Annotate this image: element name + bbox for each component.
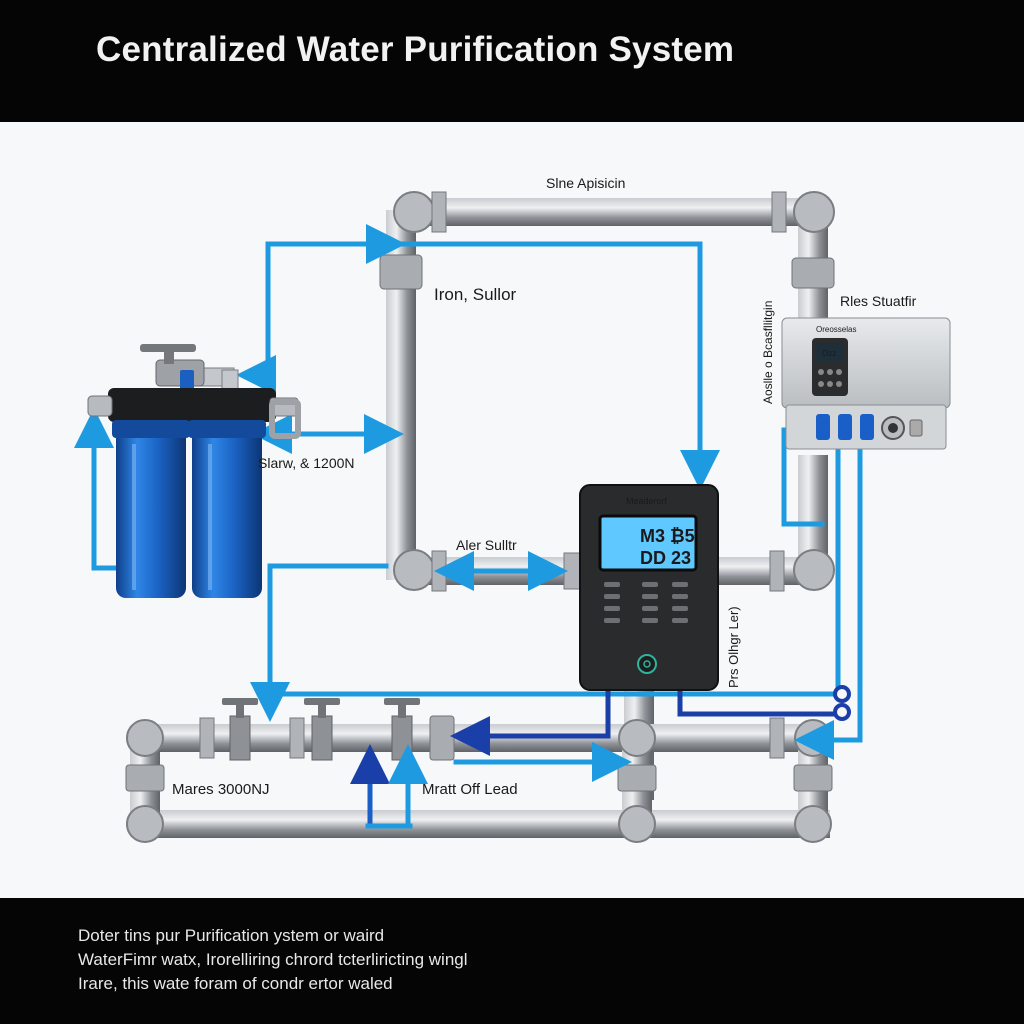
valve-icon[interactable]	[222, 698, 258, 761]
label-iron-sulfur: Iron, Sullor	[434, 285, 517, 304]
page-title: Centralized Water Purification System	[96, 30, 735, 69]
filter-housing-right	[192, 420, 262, 598]
filter-housing-left	[116, 420, 186, 598]
box-label: Oreosselas	[816, 325, 856, 334]
footer-line-1: Doter tins pur Purification ystem or wai…	[78, 926, 385, 945]
label-bottom-left: Mares 3000NJ	[172, 781, 270, 798]
label-right-box: Rles Stuatfir	[840, 293, 917, 309]
controller-screen	[598, 514, 698, 572]
water-filter-unit[interactable]	[87, 344, 301, 598]
header-bar: Centralized Water Purification System	[0, 0, 1024, 122]
box-display-text: Ozz	[822, 349, 836, 358]
plumbing-diagram: Ozz Oreosselas Meaderorf M3 ₿5 DD 23 Sl	[74, 175, 951, 843]
footer-line-3: Irare, this wate foram of condr ertor wa…	[78, 974, 393, 993]
controller-display-line1: M3 ₿5	[640, 526, 695, 546]
gauge-icon	[881, 416, 905, 440]
main-controller[interactable]: Meaderorf M3 ₿5 DD 23	[579, 484, 719, 691]
controller-brand: Meaderorf	[626, 496, 668, 506]
label-middle-pipe: Aler Sulltr	[456, 537, 517, 553]
pipe-top	[400, 198, 820, 226]
label-filter-side: Slarw, & 1200N	[258, 455, 355, 471]
power-button-icon[interactable]	[637, 654, 657, 674]
footer-description: Doter tins pur Purification ystem or wai…	[0, 898, 1024, 1024]
label-vertical-box: Aoslle o Bcasfllitgin	[761, 301, 775, 404]
control-box[interactable]: Ozz Oreosselas	[781, 317, 951, 450]
label-bottom-mid: Mratt Off Lead	[422, 781, 518, 798]
controller-display-line2: DD 23	[640, 548, 691, 568]
flow-lines	[74, 224, 863, 829]
footer-line-2: WaterFimr watx, Irorelliring chrord tcte…	[78, 950, 468, 969]
valve-icon[interactable]	[304, 698, 340, 761]
label-top-pipe: Slne Apisicin	[546, 175, 625, 191]
label-controller-side: Prs Olhgr Ler)	[726, 606, 741, 688]
controller-keypad[interactable]	[604, 582, 688, 623]
pipe-bottom-lower	[150, 810, 830, 838]
